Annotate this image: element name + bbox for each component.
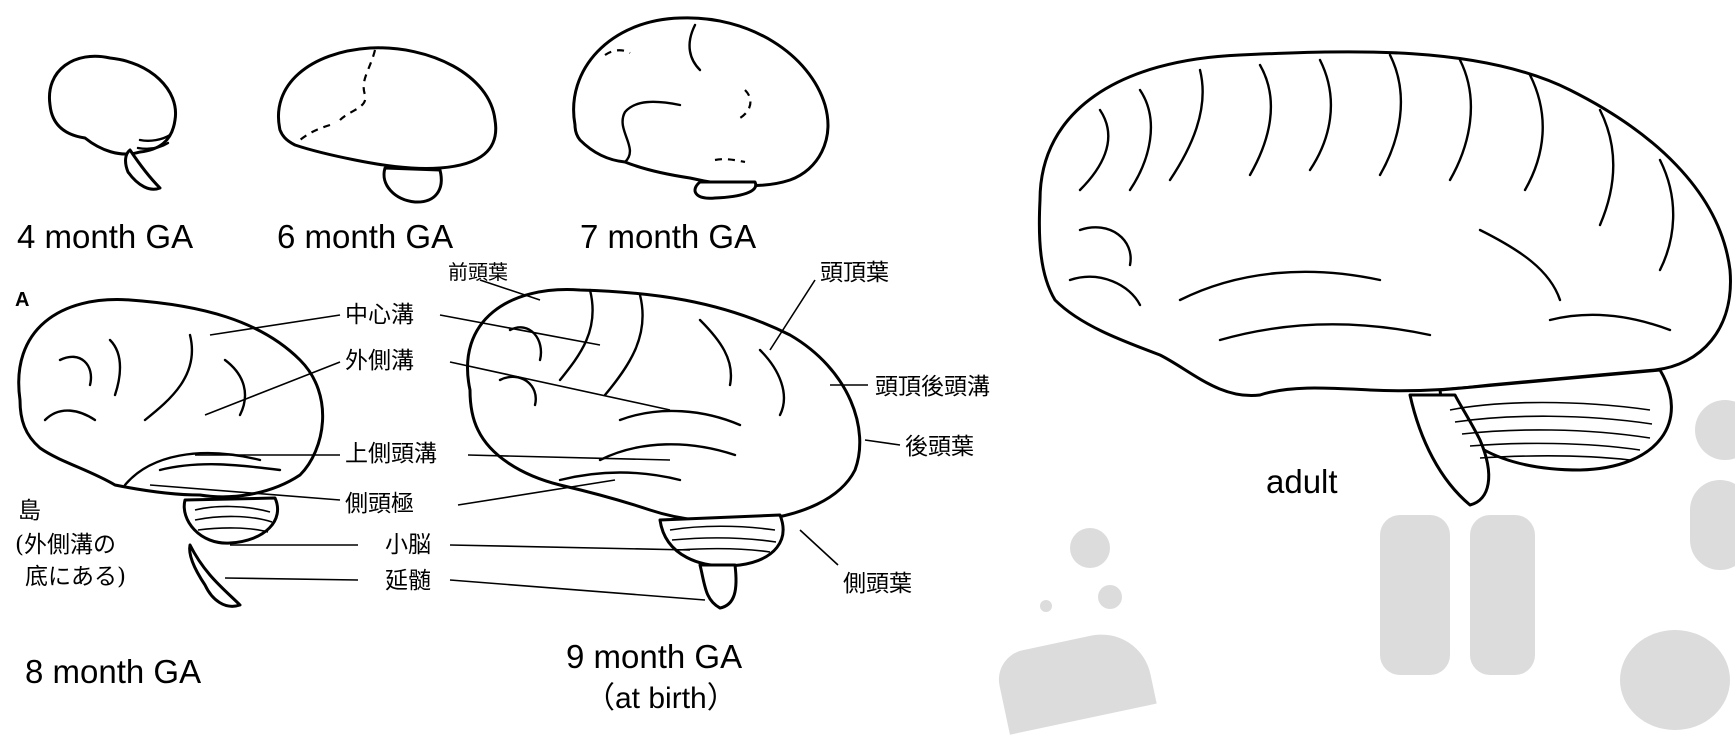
brain-8-month xyxy=(19,300,323,607)
label-lateral-sulcus: 外側溝 xyxy=(345,350,414,373)
stage-label-7-month: 7 month GA xyxy=(580,220,756,253)
label-temporal-lobe: 側頭葉 xyxy=(843,573,912,596)
brain-7-month xyxy=(574,18,828,198)
brain-4-month xyxy=(49,56,175,189)
label-central-sulcus: 中心溝 xyxy=(345,304,414,327)
label-temporal-pole: 側頭極 xyxy=(345,493,414,516)
label-occipital-lobe: 後頭葉 xyxy=(905,436,974,459)
label-cerebellum: 小脳 xyxy=(385,534,431,557)
brain-6-month xyxy=(278,48,495,202)
brain-adult xyxy=(1039,52,1730,505)
label-insula: 島 xyxy=(18,500,41,523)
label-parietal-lobe: 頭頂葉 xyxy=(820,262,889,285)
brain-drawings xyxy=(0,0,1735,716)
stage-label-6-month: 6 month GA xyxy=(277,220,453,253)
label-insula-note-2: 底にある) xyxy=(25,566,126,589)
stage-sublabel-at-birth: （at birth） xyxy=(585,684,737,714)
label-medulla: 延髄 xyxy=(385,570,431,593)
label-parieto-occipital-sulcus: 頭頂後頭溝 xyxy=(875,376,990,399)
stage-label-4-month: 4 month GA xyxy=(17,220,193,253)
panel-letter: A xyxy=(15,290,29,310)
label-frontal-lobe: 前頭葉 xyxy=(448,262,508,282)
stage-label-9-month: 9 month GA xyxy=(566,640,742,673)
brain-9-month xyxy=(468,290,860,608)
label-insula-note-1: (外側溝の xyxy=(15,534,116,557)
stage-label-adult: adult xyxy=(1266,465,1338,498)
stage-label-8-month: 8 month GA xyxy=(25,655,201,688)
label-superior-temporal-sulcus: 上側頭溝 xyxy=(345,443,437,466)
